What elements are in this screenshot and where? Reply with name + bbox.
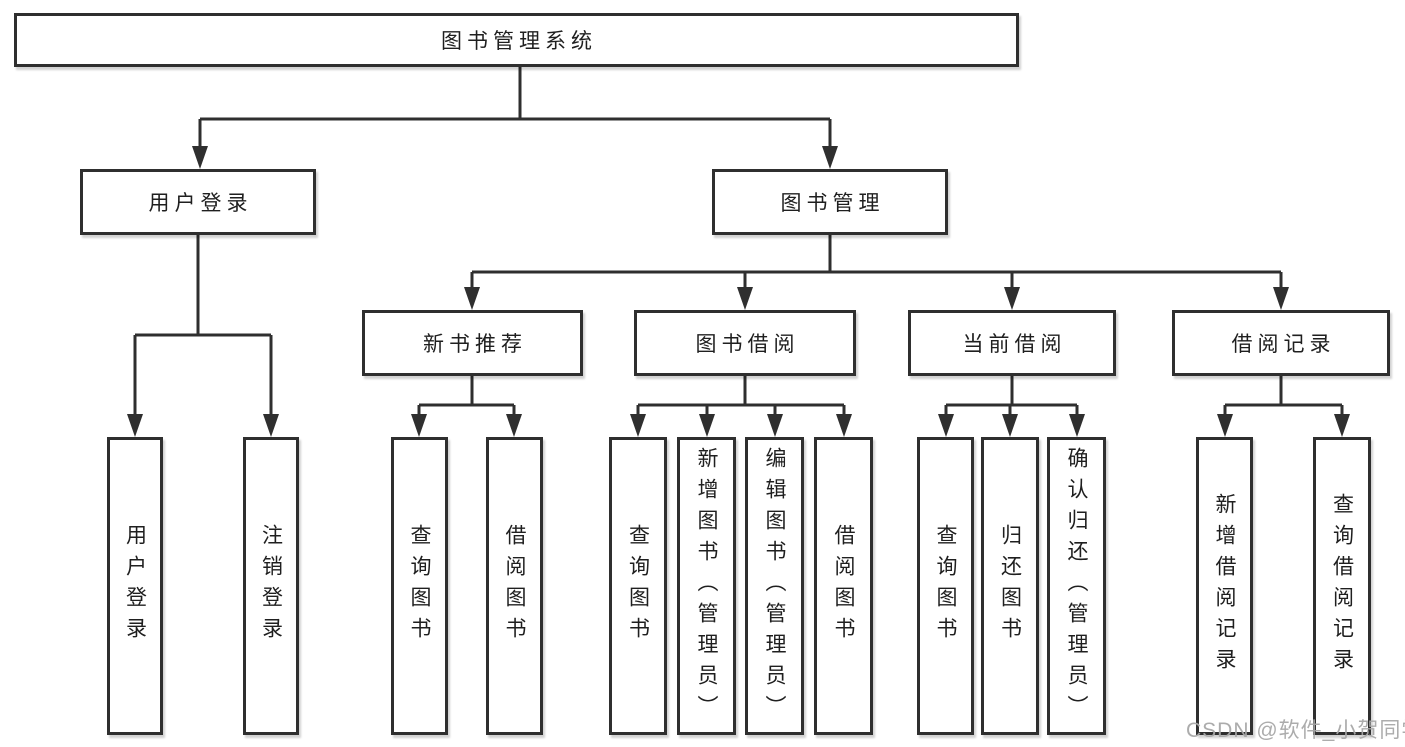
node-library-management-system-label: 图书管理系统 [441,30,597,53]
node-book-management: 图书管理 [712,169,948,235]
node-borrowing-records: 借阅记录 [1172,310,1390,376]
leaf-recommend-borrow-books-label: 借阅图书 [503,524,526,648]
leaf-logout: 注销登录 [243,437,299,735]
connector-recommend-to-leaves [417,376,516,416]
node-borrowing-records-label: 借阅记录 [1231,333,1336,356]
leaf-borrow-query-books-label: 查询图书 [626,524,650,648]
leaf-user-login-label: 用户登录 [123,524,147,648]
watermark: CSDN @软件_小贺同学 [1186,719,1405,742]
connector-book-management-to-level3 [470,235,1283,289]
connector-records-to-leaves [1223,376,1344,416]
node-new-book-recommendation-label: 新书推荐 [423,333,527,356]
leaf-query-borrow-record: 查询借阅记录 [1313,437,1371,735]
leaf-recommend-query-books-label: 查询图书 [408,524,431,648]
connector-borrow-to-leaves [636,376,846,416]
leaf-current-query-books: 查询图书 [917,437,974,735]
leaf-recommend-borrow-books: 借阅图书 [486,437,543,735]
leaf-add-book-admin-label: 新增图书（管理员） [695,446,718,726]
leaf-add-borrow-record: 新增借阅记录 [1196,437,1253,735]
node-current-borrowing-label: 当前借阅 [962,333,1067,356]
leaf-recommend-query-books: 查询图书 [391,437,448,735]
leaf-confirm-return-admin: 确认归还（管理员） [1047,437,1106,735]
node-user-login: 用户登录 [80,169,316,235]
connector-current-to-leaves [944,376,1079,416]
leaf-logout-label: 注销登录 [259,524,283,648]
leaf-borrow-borrow-books: 借阅图书 [814,437,873,735]
connector-user-login-to-leaves [133,235,273,416]
arrowheads [127,146,1350,437]
node-current-borrowing: 当前借阅 [908,310,1116,376]
node-book-management-label: 图书管理 [780,192,885,215]
leaf-query-borrow-record-label: 查询借阅记录 [1330,493,1354,679]
node-new-book-recommendation: 新书推荐 [362,310,583,376]
leaf-borrow-borrow-books-label: 借阅图书 [832,524,855,648]
connector-root-to-level2 [198,67,832,148]
leaf-add-borrow-record-label: 新增借阅记录 [1213,493,1236,679]
leaf-return-books: 归还图书 [981,437,1039,735]
leaf-return-books-label: 归还图书 [998,524,1022,648]
node-library-management-system: 图书管理系统 [14,13,1019,67]
leaf-add-book-admin: 新增图书（管理员） [677,437,736,735]
leaf-confirm-return-admin-label: 确认归还（管理员） [1065,446,1088,726]
node-book-borrowing-label: 图书借阅 [695,333,800,356]
leaf-user-login: 用户登录 [107,437,163,735]
node-user-login-label: 用户登录 [148,192,253,215]
leaf-current-query-books-label: 查询图书 [934,524,957,648]
leaf-edit-book-admin: 编辑图书（管理员） [745,437,804,735]
node-book-borrowing: 图书借阅 [634,310,856,376]
leaf-edit-book-admin-label: 编辑图书（管理员） [763,446,786,726]
leaf-borrow-query-books: 查询图书 [609,437,667,735]
